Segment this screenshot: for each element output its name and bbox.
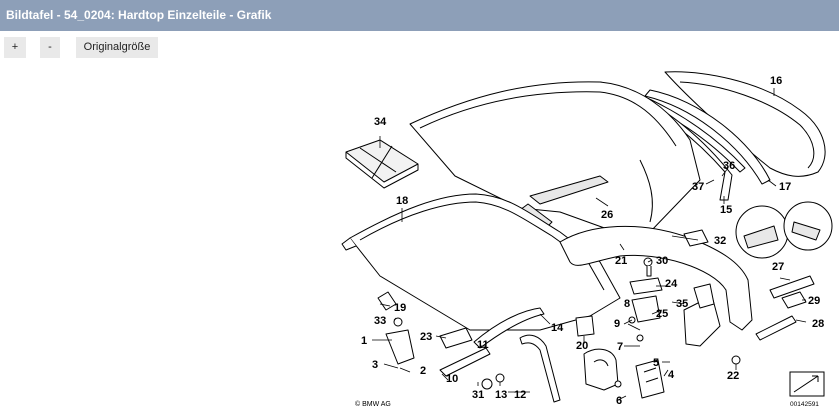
parts-diagram: 16 17 34 36 37 15 18 26 32 21 30 27 24 1… <box>333 64 839 410</box>
svg-text:11: 11 <box>477 339 489 351</box>
svg-text:32: 32 <box>714 235 726 247</box>
svg-text:15: 15 <box>720 204 732 216</box>
svg-text:10: 10 <box>446 373 458 385</box>
svg-text:8: 8 <box>624 298 630 310</box>
svg-text:9: 9 <box>614 318 620 330</box>
svg-text:6: 6 <box>616 395 622 407</box>
svg-text:13: 13 <box>495 389 507 401</box>
svg-text:14: 14 <box>551 322 564 334</box>
zoom-out-button[interactable]: - <box>40 37 60 58</box>
part-18-liner <box>349 193 621 331</box>
image-code-label: 00142591 <box>790 401 819 408</box>
original-size-button[interactable]: Originalgröße <box>76 37 158 58</box>
svg-text:33: 33 <box>374 315 386 327</box>
part-10-strip <box>439 347 491 377</box>
part-20-bracket <box>575 315 595 337</box>
svg-text:18: 18 <box>396 195 408 207</box>
svg-text:34: 34 <box>374 116 387 128</box>
part-23-bracket <box>439 327 473 349</box>
svg-text:26: 26 <box>601 209 613 221</box>
svg-text:16: 16 <box>770 75 782 87</box>
part-12-trim <box>519 334 561 403</box>
svg-text:36: 36 <box>723 160 735 172</box>
svg-text:17: 17 <box>779 181 791 193</box>
part-28-rod <box>755 315 797 341</box>
copyright-label: © BMW AG <box>355 400 391 408</box>
part-19-bolt <box>377 291 397 311</box>
svg-text:37: 37 <box>692 181 704 193</box>
svg-text:29: 29 <box>808 295 820 307</box>
svg-text:31: 31 <box>472 389 484 401</box>
part-8-plate <box>631 295 661 323</box>
svg-text:2: 2 <box>420 365 426 377</box>
svg-text:25: 25 <box>656 308 668 320</box>
part-21-frame <box>559 225 753 331</box>
svg-text:5: 5 <box>653 357 659 369</box>
svg-text:30: 30 <box>656 255 668 267</box>
svg-text:19: 19 <box>394 302 406 314</box>
svg-text:27: 27 <box>772 261 784 273</box>
svg-text:23: 23 <box>420 331 432 343</box>
svg-text:28: 28 <box>812 318 824 330</box>
svg-text:1: 1 <box>361 335 367 347</box>
svg-text:12: 12 <box>514 389 526 401</box>
svg-text:20: 20 <box>576 340 588 352</box>
zoom-in-button[interactable]: + <box>4 37 26 58</box>
svg-text:22: 22 <box>727 370 739 382</box>
part-hardtop-shell <box>409 81 701 233</box>
part-14-strip <box>473 307 545 349</box>
svg-text:35: 35 <box>676 298 688 310</box>
part-24-bracket <box>629 277 663 295</box>
svg-text:3: 3 <box>372 359 378 371</box>
svg-text:7: 7 <box>617 341 623 353</box>
part-32-clip <box>683 229 709 247</box>
part-clip <box>583 348 619 391</box>
svg-text:21: 21 <box>615 255 627 267</box>
window-title: Bildtafel - 54_0204: Hardtop Einzelteile… <box>0 0 839 31</box>
part-1-bracket <box>385 329 415 365</box>
parts-drawing: 16 17 34 36 37 15 18 26 32 21 30 27 24 1… <box>341 71 833 408</box>
svg-text:24: 24 <box>665 278 678 290</box>
part-27-tool <box>769 275 815 299</box>
svg-text:4: 4 <box>668 369 675 381</box>
part-17-seal <box>644 89 771 185</box>
part-4-hinge <box>635 359 665 399</box>
image-code-box <box>789 371 825 397</box>
part-29-clip <box>781 291 807 309</box>
